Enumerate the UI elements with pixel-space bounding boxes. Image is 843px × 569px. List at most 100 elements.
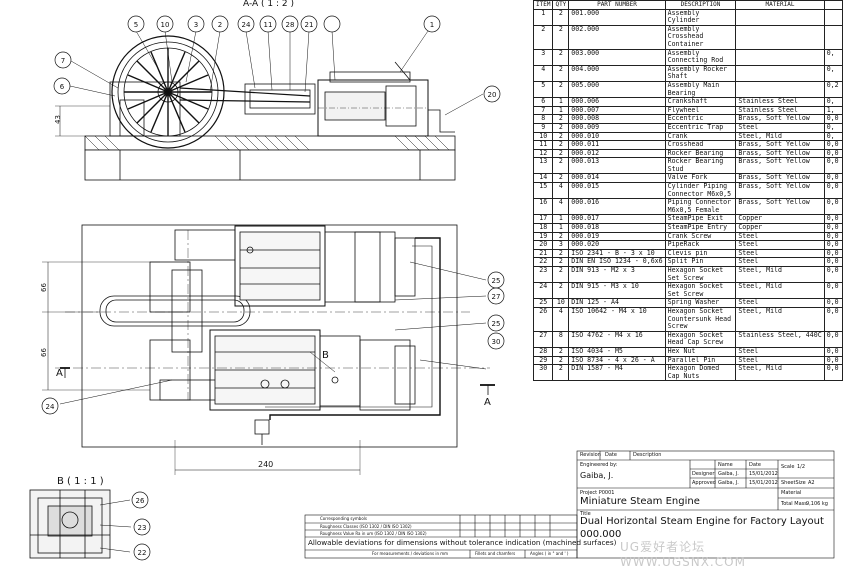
bom-mass: 0, [823, 122, 843, 133]
bom-part-number: 001.000 [568, 8, 666, 26]
bom-material: Steel, Mild [735, 364, 825, 382]
balloon-11: 11 [264, 21, 273, 29]
bom-qty: 2 [552, 122, 570, 133]
bom-qty: 2 [552, 24, 570, 50]
bom-part-number: 002.000 [568, 24, 666, 50]
title-label: Title [580, 511, 591, 517]
bom-item: 27 [532, 330, 554, 348]
bom-material: Steel [735, 346, 825, 357]
bom-material: Copper [735, 223, 825, 233]
bom-part-number: 000.011 [568, 140, 666, 150]
bom-material [735, 48, 825, 66]
bom-item: 26 [532, 306, 554, 332]
bom-qty: 1 [552, 97, 570, 107]
bom-item: 4 [532, 64, 554, 82]
tolerance-footer-angles: Angles ( in ° and ' ) [530, 551, 569, 556]
bom-material: Brass, Soft Yellow [735, 182, 825, 200]
bom-qty: 2 [552, 364, 570, 382]
balloon-20: 20 [488, 91, 497, 99]
bom-mass: 0, [823, 97, 843, 107]
bom-material: Stainless Steel [735, 97, 825, 107]
bom-description: Assembly Connecting Rod [664, 48, 737, 66]
bom-header-mass [823, 0, 843, 10]
bom-qty: 2 [552, 265, 570, 284]
bom-qty: 4 [552, 306, 570, 332]
sheet-size-value: A2 [808, 480, 815, 486]
bom-qty: 2 [552, 282, 570, 300]
bom-material: Steel, Mild [735, 306, 825, 332]
section-arrow-label-left: A [56, 368, 63, 379]
bom-qty: 4 [552, 182, 570, 200]
bom-part-number: 004.000 [568, 64, 666, 82]
bom-part-number: DIN 915 - M3 x 10 [568, 282, 666, 300]
balloon-26: 26 [136, 497, 145, 505]
detail-view-label: B ( 1 : 1 ) [57, 476, 104, 487]
bom-qty: 2 [552, 140, 570, 150]
bom-material: Brass, Soft Yellow [735, 157, 825, 175]
bom-qty: 8 [552, 330, 570, 348]
bom-description: Assembly Crosshead Container [664, 24, 737, 50]
dimension-240: 240 [258, 460, 273, 469]
balloon-6: 6 [60, 83, 65, 91]
bom-part-number: ISO 10642 - M4 x 10 [568, 306, 666, 332]
bom-material: Brass, Soft Yellow [735, 140, 825, 150]
project-label: Project P0001 [580, 490, 615, 496]
bom-mass: 0,0 [823, 182, 843, 200]
bom-material: Steel [735, 122, 825, 133]
scale-label: Scale [781, 464, 795, 470]
description-label: Description [633, 452, 662, 458]
bom-qty: 2 [552, 64, 570, 82]
detail-marker-label: B [322, 350, 329, 361]
drawing-sheet: A-A ( 1 : 2 ) B ( 1 : 1 ) A A B 43 66 66… [29, 0, 835, 561]
roughness-values: Roughness Value Ra in um (ISO 1302 / DIN… [320, 531, 427, 536]
bom-item: 11 [532, 140, 554, 150]
bom-item: 1 [532, 8, 554, 26]
bom-item: 2 [532, 24, 554, 50]
date-col-label: Date [749, 462, 761, 468]
bom-item: 3 [532, 48, 554, 66]
bom-qty: 2 [552, 8, 570, 26]
designer-label: Designer [692, 471, 715, 477]
name-col-label: Name [718, 462, 733, 468]
bom-description: Cylinder Piping Connector M6x0,5 [664, 182, 737, 200]
bom-header-material: MATERIAL [735, 0, 825, 10]
balloon-24-top: 24 [242, 21, 251, 29]
balloon-7: 7 [61, 57, 65, 65]
bom-part-number: 003.000 [568, 48, 666, 66]
bom-item: 24 [532, 282, 554, 300]
bom-description: Crosshead [664, 140, 737, 150]
bom-material [735, 8, 825, 26]
approved-date: 15/01/2012 [749, 480, 778, 486]
bom-qty: 2 [552, 48, 570, 66]
bom-header-row: ITEM QTY PART NUMBER DESCRIPTION MATERIA… [532, 0, 843, 10]
bom-description: Hexagon Domed Cap Nuts [664, 364, 737, 382]
bom-mass: 0,0 [823, 346, 843, 357]
title-block-frame [304, 450, 835, 559]
bom-description: Assembly Rocker Shaft [664, 64, 737, 82]
total-mass-value: 9,106 kg [806, 501, 828, 507]
bom-material: Steel, Mild [735, 282, 825, 300]
balloon-25-b: 25 [492, 320, 501, 328]
bom-qty: 4 [552, 198, 570, 216]
engineer-name: Gaiba, J. [580, 471, 614, 480]
bom-header-qty: QTY [552, 0, 570, 10]
bom-part-number: ISO 4034 - M5 [568, 346, 666, 357]
tolerance-footer-measurements: For measurements / deviations in mm [372, 551, 449, 556]
dimension-66-bottom: 66 [40, 348, 48, 357]
designer-name: Gaiba, J. [718, 471, 739, 477]
bom-part-number: 000.009 [568, 122, 666, 133]
balloon-23: 23 [138, 524, 147, 532]
bom-material [735, 64, 825, 82]
bom-material: Stainless Steel, 440C [735, 330, 825, 348]
